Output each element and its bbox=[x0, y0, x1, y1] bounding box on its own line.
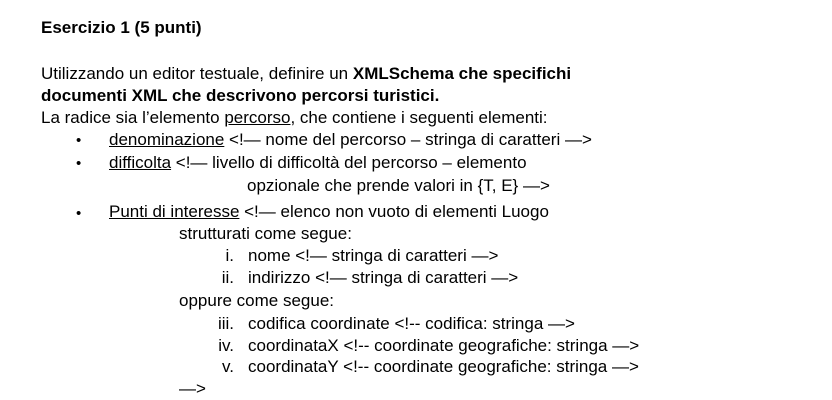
bullet-icon: • bbox=[76, 132, 82, 149]
element-comment-continuation: opzionale che prende valori in {T, E} —> bbox=[247, 176, 550, 195]
list-item: Punti di interesse <!— elenco non vuoto … bbox=[109, 201, 549, 223]
root-element: percorso bbox=[224, 108, 291, 127]
sub-item-number: i. bbox=[225, 246, 235, 265]
sub-item-number: v. bbox=[222, 357, 234, 376]
element-comment-continuation: strutturati come segue: bbox=[179, 224, 352, 243]
intro-line-1: Utilizzando un editor testuale, definire… bbox=[41, 63, 571, 85]
element-name: denominazione bbox=[109, 130, 225, 149]
closing-comment: —> bbox=[179, 379, 206, 398]
list-item: difficolta <!— livello di difficoltà del… bbox=[109, 152, 527, 174]
root-suffix: , che contiene i seguenti elementi: bbox=[290, 108, 548, 127]
intro-bold-1: XMLSchema che specifichi bbox=[352, 64, 572, 83]
sub-item-text: nome <!— stringa di caratteri —> bbox=[248, 246, 499, 265]
element-name: Punti di interesse bbox=[109, 202, 240, 221]
bullet-icon: • bbox=[76, 155, 82, 172]
intro-bold-2: documenti XML che descrivono percorsi tu… bbox=[41, 86, 440, 105]
root-prefix: La radice sia l’elemento bbox=[41, 108, 225, 127]
element-comment: <!— livello di difficoltà del percorso –… bbox=[171, 153, 527, 172]
element-comment: <!— elenco non vuoto di elementi Luogo bbox=[239, 202, 549, 221]
sub-item-text: coordinataY <!-- coordinate geografiche:… bbox=[248, 357, 639, 376]
sub-item-text: codifica coordinate <!-- codifica: strin… bbox=[248, 314, 575, 333]
sub-item-text: indirizzo <!— stringa di caratteri —> bbox=[248, 268, 519, 287]
element-name: difficolta bbox=[109, 153, 172, 172]
or-text: oppure come segue: bbox=[179, 291, 334, 310]
root-line: La radice sia l’elemento percorso, che c… bbox=[41, 107, 548, 129]
element-comment: <!— nome del percorso – stringa di carat… bbox=[224, 130, 592, 149]
sub-item-number: iii. bbox=[217, 314, 234, 333]
sub-item-text: coordinataX <!-- coordinate geografiche:… bbox=[248, 336, 640, 355]
exercise-title: Esercizio 1 (5 punti) bbox=[41, 18, 202, 37]
bullet-icon: • bbox=[76, 205, 82, 222]
intro-text: Utilizzando un editor testuale, definire… bbox=[41, 64, 353, 83]
sub-item-number: ii. bbox=[221, 268, 234, 287]
sub-item-number: iv. bbox=[218, 336, 234, 355]
list-item: denominazione <!— nome del percorso – st… bbox=[109, 129, 592, 151]
